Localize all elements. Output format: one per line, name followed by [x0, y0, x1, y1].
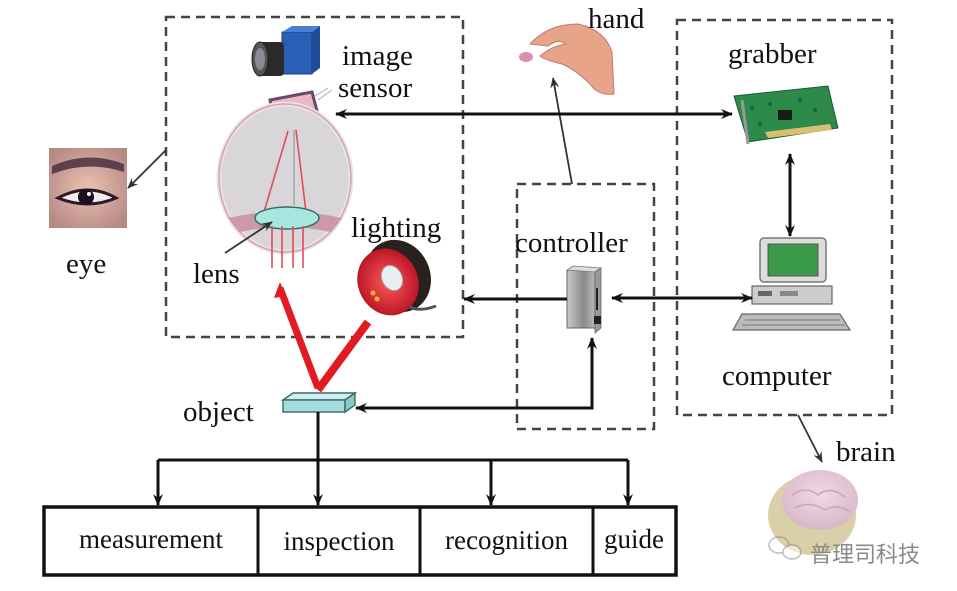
object-icon [280, 391, 358, 414]
label-image-sensor-line2: sensor [338, 72, 413, 104]
grabber-card-icon [733, 85, 839, 145]
app-measurement: measurement [79, 524, 223, 554]
app-guide: guide [604, 524, 664, 554]
wechat-icon [768, 536, 802, 560]
eye-photo-icon [49, 148, 127, 228]
label-hand: hand [588, 3, 645, 35]
camera-icon [251, 26, 320, 77]
lens-shape [254, 206, 320, 230]
label-grabber: grabber [728, 38, 817, 70]
controller-object-arrow [355, 337, 597, 413]
label-object: object [183, 396, 254, 428]
hand-analogy-arrow [550, 77, 573, 185]
app-recognition: recognition [445, 525, 568, 555]
app-inspection: inspection [283, 526, 395, 556]
light-beams [274, 282, 372, 393]
watermark-text: 普理司科技 [810, 543, 921, 568]
label-controller: controller [515, 227, 628, 259]
label-computer: computer [722, 360, 832, 392]
label-image-sensor-line1: image [342, 40, 413, 72]
label-lighting: lighting [351, 212, 442, 244]
imaging-group-box [164, 15, 465, 339]
applications-box [42, 505, 678, 577]
eyeball-icon [216, 101, 354, 268]
computer-group-box [675, 18, 894, 417]
brain-icon [768, 470, 858, 555]
label-brain: brain [836, 436, 896, 468]
label-eye: eye [66, 248, 107, 280]
computer-icon [731, 237, 852, 331]
ring-light-icon [357, 239, 437, 316]
controller-group-box [515, 182, 656, 431]
controller-device-icon [565, 265, 603, 334]
eye-analogy-arrow [127, 149, 167, 189]
brain-analogy-arrow [797, 414, 823, 463]
hand-icon [519, 23, 615, 95]
label-lens: lens [193, 258, 240, 290]
lens-pointer [224, 221, 273, 254]
